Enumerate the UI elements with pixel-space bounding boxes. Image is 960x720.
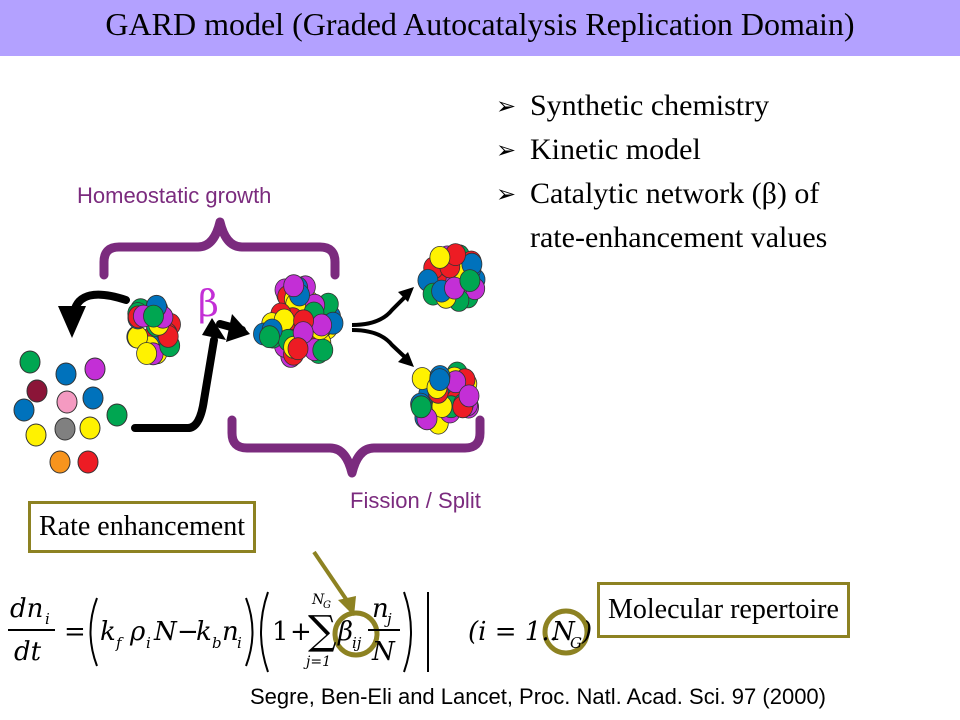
arrowhead-icon <box>338 596 356 616</box>
eq-sigma: ∑ <box>308 608 337 654</box>
assembly-daughter-bottom <box>410 361 480 435</box>
eq-dt: dt <box>14 637 42 667</box>
eq-n: n <box>222 617 239 647</box>
free-molecules <box>13 350 128 474</box>
molecule <box>19 350 41 374</box>
eq-dn: dn <box>10 594 43 624</box>
eq-sub-b: b <box>212 634 222 652</box>
beta-highlight-circle <box>332 610 380 658</box>
molecule <box>459 269 481 293</box>
split-arrow-down <box>351 328 410 362</box>
molecule <box>82 386 104 410</box>
pointer-arrow <box>312 550 350 604</box>
eq-sum-bottom: j=1 <box>303 654 331 670</box>
homeostatic-growth-label: Homeostatic growth <box>77 183 272 208</box>
bullet-text-continuation: rate-enhancement values <box>530 221 828 254</box>
assembly-small <box>126 294 181 366</box>
growth-arrow <box>131 336 218 432</box>
rate-enhancement-box: Rate enhancement <box>28 501 257 553</box>
molecule <box>54 417 76 441</box>
eq-sub-G: G <box>570 634 582 652</box>
molecule <box>49 450 71 474</box>
arrowhead-icon <box>226 314 250 342</box>
eq-sub-j: j <box>384 610 392 628</box>
molecule <box>84 357 106 381</box>
molecule <box>143 304 164 328</box>
assembly-large <box>253 274 344 368</box>
ng-highlight-circle <box>542 608 590 656</box>
bullet-text: Catalytic network (β) of <box>530 177 820 210</box>
title-bar: GARD model (Graded Autocatalysis Replica… <box>0 0 960 56</box>
fission-split-label: Fission / Split <box>350 488 481 513</box>
molecule <box>287 337 309 361</box>
bullet-text: Kinetic model <box>530 133 701 166</box>
eq-kf: k <box>100 617 116 647</box>
bullet-item: ➢ Catalytic network (β) of <box>496 172 946 216</box>
homeostatic-brace <box>99 217 340 280</box>
eq-sum-top-sub: G <box>323 600 331 611</box>
split-arrow-up <box>351 292 410 327</box>
eq-sub-i: i <box>237 634 242 652</box>
eq-sum-top: N <box>311 592 325 608</box>
eq-kb: k <box>196 617 212 647</box>
eq-NG: N <box>551 617 576 647</box>
eq-one: 1 <box>272 617 289 647</box>
eq-sub-i: i <box>146 634 151 652</box>
bullet-list: ➢ Synthetic chemistry ➢ Kinetic model ➢ … <box>496 84 946 260</box>
molecule <box>77 450 99 474</box>
molecule <box>259 325 280 349</box>
citation: Segre, Ben-Eli and Lancet, Proc. Natl. A… <box>250 684 826 709</box>
eq-sub-i: i <box>45 610 50 628</box>
beta-symbol: β <box>198 284 219 325</box>
molecule <box>311 313 333 337</box>
molecule <box>312 338 334 362</box>
svg-text:=: = <box>64 617 86 647</box>
assembly-daughter-top <box>417 243 486 312</box>
page-title: GARD model (Graded Autocatalysis Replica… <box>105 6 855 42</box>
eq-N: N <box>153 617 178 647</box>
arrowhead-bullet-icon: ➢ <box>496 180 517 208</box>
arrowhead-icon <box>398 352 414 367</box>
eq-plus: + <box>290 617 312 647</box>
molecule <box>26 379 48 403</box>
bullet-item: ➢ Synthetic chemistry <box>496 84 946 128</box>
eq-close: ) <box>581 617 592 647</box>
bullet-text: Synthetic chemistry <box>530 89 770 122</box>
molecule <box>410 395 432 419</box>
molecule <box>136 342 158 365</box>
rate-equation: dn i dt = k f ρ i N − k b n i 1 + ∑ N G … <box>8 591 592 673</box>
arrowhead-bullet-icon: ➢ <box>496 136 517 164</box>
eq-beta: β <box>337 617 353 647</box>
arrowhead-bullet-icon: ➢ <box>496 92 517 120</box>
molecule <box>429 368 451 392</box>
eq-sub-ij: ij <box>352 634 362 652</box>
fission-brace <box>227 415 485 478</box>
eq-rho: ρ <box>129 617 146 647</box>
molecule <box>55 362 77 386</box>
molecule <box>283 274 305 298</box>
arrowhead-icon <box>58 306 86 338</box>
arrowhead-icon <box>398 287 414 302</box>
arrowhead-icon <box>202 318 226 340</box>
molecule <box>79 416 101 440</box>
molecule <box>25 423 47 447</box>
molecule <box>56 390 78 414</box>
molecule <box>106 403 128 427</box>
molecule <box>13 398 35 422</box>
eq-nj: n <box>372 594 389 624</box>
bullet-item: ➢ Kinetic model <box>496 128 946 172</box>
molecular-repertoire-box: Molecular repertoire <box>597 582 850 638</box>
eq-range: (i = 1.. <box>468 617 558 647</box>
molecule <box>429 245 451 269</box>
eq-sub-f: f <box>115 634 124 652</box>
svg-text:−: − <box>177 617 199 647</box>
eq-N-den: N <box>371 637 396 667</box>
molecule <box>458 384 480 408</box>
